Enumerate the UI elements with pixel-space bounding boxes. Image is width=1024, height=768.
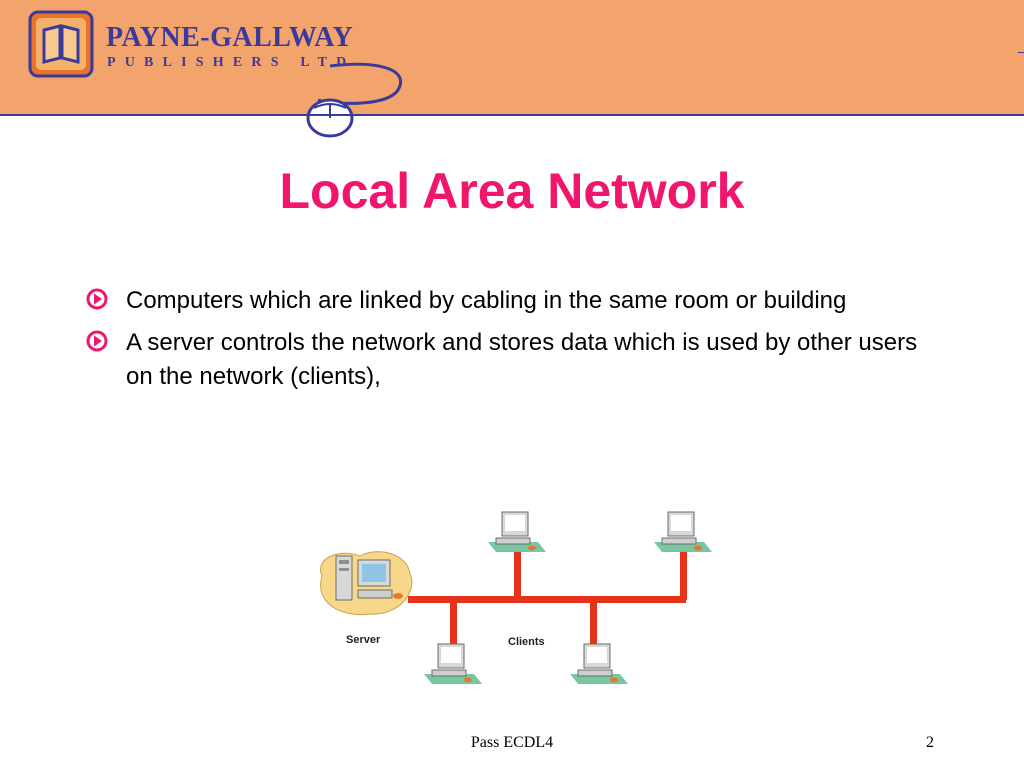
brand-name: PAYNE-GALLWAY (106, 22, 354, 53)
bullet-item: Computers which are linked by cabling in… (86, 284, 946, 318)
publisher-logo (28, 10, 403, 138)
brand-subtitle: PUBLISHERS LTD (107, 55, 356, 70)
network-cabling (408, 550, 687, 647)
client-computer (654, 511, 712, 552)
play-bullet-icon (86, 330, 108, 352)
play-bullet-icon (86, 288, 108, 310)
header-tick (1018, 52, 1024, 53)
client-computer (570, 643, 628, 684)
bullet-item: A server controls the network and stores… (86, 326, 946, 394)
lan-diagram: Server Clients (320, 511, 712, 684)
bullet-text: A server controls the network and stores… (126, 329, 918, 390)
header-band: PAYNE-GALLWAY PUBLISHERS LTD (0, 0, 1024, 138)
slide-title: Local Area Network (279, 163, 745, 219)
server-label: Server (346, 634, 381, 646)
bullet-text: Computers which are linked by cabling in… (126, 287, 847, 314)
server-computer (320, 551, 413, 616)
bullet-list: Computers which are linked by cabling in… (86, 284, 946, 402)
footer-course-title: Pass ECDL4 (470, 734, 554, 751)
header-divider (0, 114, 1024, 116)
page-number: 2 (926, 734, 934, 751)
clients-label: Clients (508, 636, 545, 648)
client-computer (424, 643, 482, 684)
client-computer (488, 511, 546, 552)
